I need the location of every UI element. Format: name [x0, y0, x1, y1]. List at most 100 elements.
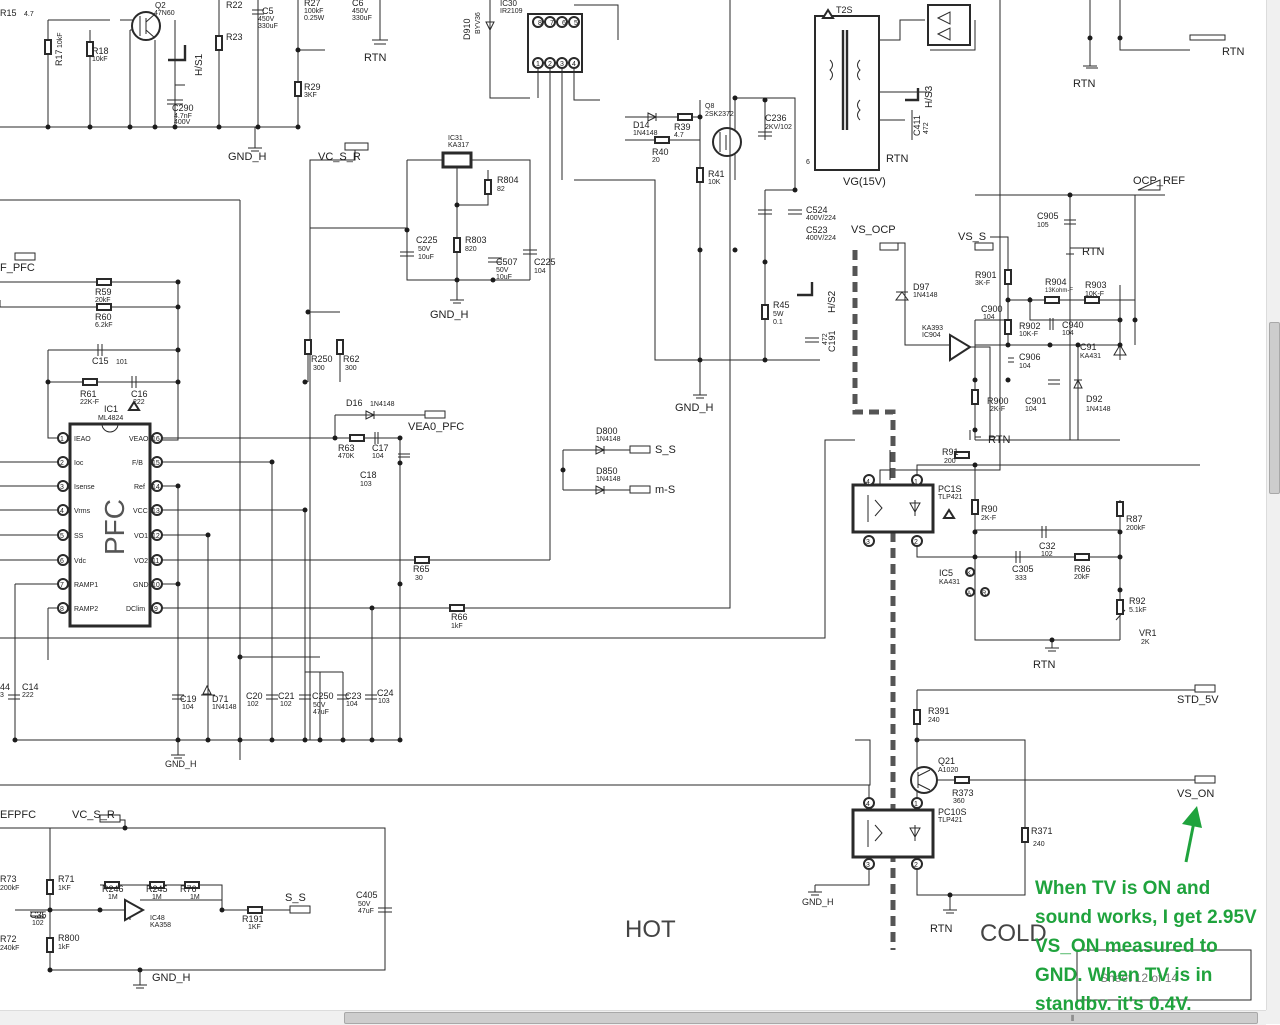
- horizontal-scrollbar[interactable]: ⦀: [0, 1010, 1266, 1025]
- ic1-pin-13-num: 13: [152, 508, 160, 515]
- label-vea0-pfc: VEA0_PFC: [408, 421, 464, 433]
- value-r904: 13Kohm-F: [1045, 288, 1073, 294]
- hs1-heatsink: [168, 45, 187, 62]
- label-c940: C940: [1062, 320, 1084, 330]
- label-d92: D92: [1086, 394, 1103, 404]
- label-rtn-2: RTN: [886, 153, 908, 165]
- label-pc1s: PC1S: [938, 484, 962, 494]
- label-r60: R60: [95, 312, 112, 322]
- value-c507-1: 50V: [496, 267, 509, 274]
- value-c91: KA431: [1080, 353, 1101, 360]
- label-r23: R23: [226, 32, 243, 42]
- value-c225a-2: 10uF: [418, 254, 434, 261]
- label-q21: Q21: [938, 756, 955, 766]
- label-r92: R92: [1129, 596, 1146, 606]
- pc1s-pin-1: 1: [914, 479, 918, 486]
- label-c524: C524: [806, 205, 828, 215]
- title-block: [1076, 949, 1252, 1001]
- ic1-pin-15-num: 15: [152, 460, 160, 467]
- label-vg: VG(15V): [843, 176, 886, 188]
- label-ic1: IC1: [104, 404, 118, 414]
- hs2-heatsink: [797, 282, 814, 297]
- value-r371: 240: [1033, 841, 1045, 848]
- label-r71: R71: [58, 874, 75, 884]
- label-d16: D16: [346, 398, 363, 408]
- label-c523: C523: [806, 225, 828, 235]
- value-c24: 103: [378, 698, 390, 705]
- value-r63: 470K: [338, 453, 355, 460]
- ic1-pin-11-num: 11: [152, 558, 159, 565]
- junction-dots-pfc-bottom: [12, 737, 403, 743]
- ic1-pin-3-name: Isense: [74, 484, 95, 491]
- value-ic31: KA317: [448, 142, 469, 149]
- value-c18: 103: [360, 481, 372, 488]
- value-c32: 102: [1041, 551, 1053, 558]
- value-c250-1: 50V: [313, 702, 326, 709]
- vertical-scrollbar-thumb[interactable]: [1269, 322, 1280, 494]
- value-d14: 1N4148: [633, 130, 658, 137]
- ic1-pin-2-name: Ioc: [74, 460, 84, 467]
- ic1-pin-10-name: GND: [133, 582, 149, 589]
- label-r15: R15: [0, 8, 17, 18]
- junction-dots-pfc-right: [175, 309, 403, 660]
- value-ic5: KA431: [939, 579, 960, 586]
- rtn-tags-top-right: [1083, 34, 1226, 67]
- value-c405-1: 50V: [358, 901, 371, 908]
- value-c44: 3: [0, 692, 4, 699]
- label-ic5: IC5: [939, 568, 953, 578]
- label-r904: R904: [1045, 277, 1067, 287]
- value-pc10s: TLP421: [938, 817, 963, 824]
- value-r800: 1kF: [58, 944, 70, 951]
- ic1-pin-14-name: Ref: [134, 484, 145, 491]
- value-r86: 20kF: [1074, 574, 1090, 581]
- annotation-arrow: [1182, 806, 1202, 863]
- label-r17: R17: [54, 49, 64, 66]
- label-s-s-2: S_S: [285, 892, 306, 904]
- ic31-regulator: [400, 151, 537, 304]
- value-c411: 472: [923, 122, 930, 134]
- label-c14: C14: [22, 682, 39, 692]
- t2s-transformer: [814, 4, 976, 171]
- value-c507-2: 10uF: [496, 274, 512, 281]
- gnd-h-1-symbol: [248, 147, 262, 152]
- pc10s-optocoupler: [851, 797, 935, 870]
- value-d850: 1N4148: [596, 476, 621, 483]
- label-t2s: T2S: [836, 5, 853, 15]
- label-r66: R66: [451, 612, 468, 622]
- ic1-pin-16-name: VEAO: [129, 436, 149, 443]
- value-c17: 104: [372, 453, 384, 460]
- label-q2: Q2: [155, 1, 166, 10]
- label-c900: C900: [981, 304, 1003, 314]
- ic1-pin-9-name: DClim: [126, 606, 145, 613]
- ic1-pin-1-name: IEAO: [74, 436, 91, 443]
- value-r245: 1M: [152, 894, 162, 901]
- label-r39: R39: [674, 122, 691, 132]
- value-r91: 200: [944, 458, 956, 465]
- label-ocp-ref: OCP_REF: [1133, 175, 1185, 187]
- horizontal-scrollbar-thumb[interactable]: ⦀: [344, 1012, 1258, 1024]
- vertical-scrollbar[interactable]: [1266, 0, 1280, 1010]
- junction-dots-ic5: [972, 462, 1123, 643]
- value-r804: 82: [497, 186, 505, 193]
- value-vr1: 2K: [1141, 639, 1150, 646]
- label-d97: D97: [913, 282, 930, 292]
- label-rtn-7: RTN: [1033, 659, 1055, 671]
- ic5-pin-r: R: [982, 591, 987, 597]
- label-r29: R29: [304, 82, 321, 92]
- value-q8: 2SK2372: [705, 111, 734, 118]
- label-r90: R90: [981, 504, 998, 514]
- vs-s-tag: [974, 242, 994, 251]
- ic1-pin-3-num: 3: [60, 484, 64, 491]
- label-gnd-h-4: GND_H: [165, 759, 197, 769]
- label-vs-ocp: VS_OCP: [851, 224, 896, 236]
- junction-dots-q21: [914, 737, 953, 898]
- label-c15: C15: [92, 356, 109, 366]
- ic1-pin-7-name: RAMP1: [74, 582, 98, 589]
- value-c290-2: 400V: [174, 119, 191, 126]
- ic1-pin-13-name: VCC: [133, 508, 148, 515]
- annotation-note: When TV is ON and sound works, I get 2.9…: [1035, 878, 1257, 1015]
- label-vr1: VR1: [1139, 628, 1157, 638]
- pc1s-pin-3: 3: [866, 539, 870, 546]
- value-c14: 222: [22, 692, 34, 699]
- label-r72: R72: [0, 934, 17, 944]
